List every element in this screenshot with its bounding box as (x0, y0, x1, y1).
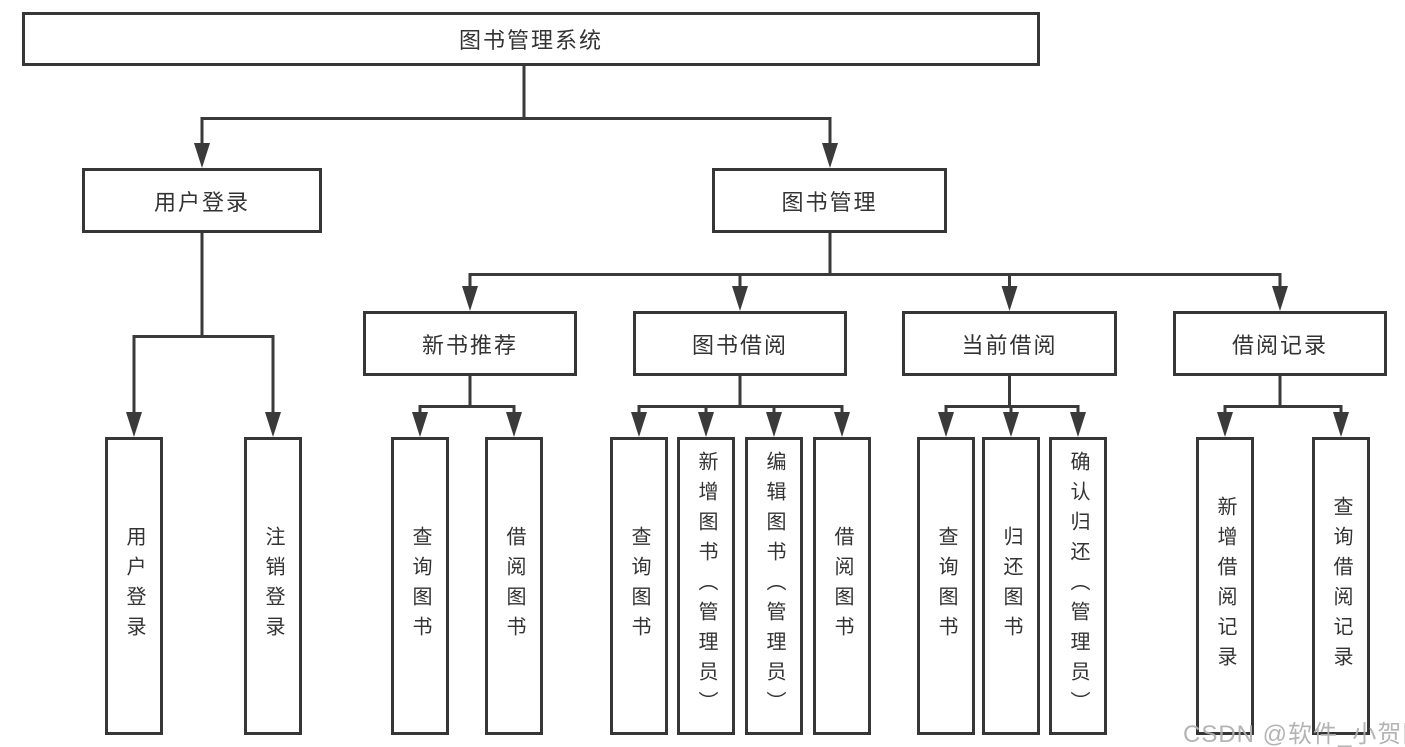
leaf-borrow-books-recommend: 借阅图书 (485, 437, 543, 735)
edge-current-to-leaves (944, 376, 1080, 414)
arrowhead-icon (462, 286, 478, 311)
leaf-query-books-recommend: 查询图书 (391, 437, 449, 735)
leaf-query-books-borrow: 查询图书 (610, 437, 668, 735)
leaf-add-books-admin: 新增图书（管理员） (677, 437, 735, 735)
leaf-return-books: 归还图书 (982, 437, 1040, 735)
node-root-system: 图书管理系统 (22, 12, 1040, 66)
arrowhead-icon (1001, 286, 1018, 311)
arrowhead-icon (265, 412, 281, 437)
edge-borrow-to-leaves (637, 376, 844, 414)
arrowhead-icon (822, 143, 838, 168)
node-new-book-recommend: 新书推荐 (363, 311, 577, 376)
node-borrow-records: 借阅记录 (1173, 311, 1387, 376)
edge-root-to-level2 (200, 66, 832, 146)
arrowhead-icon (938, 412, 954, 437)
arrowhead-icon (698, 412, 714, 437)
leaf-add-borrow-record: 新增借阅记录 (1196, 437, 1254, 735)
node-book-borrow: 图书借阅 (633, 311, 847, 376)
leaf-query-books-current: 查询图书 (917, 437, 975, 735)
arrowhead-icon (1333, 412, 1349, 437)
leaf-user-login: 用户登录 (105, 437, 163, 735)
edge-new-rec-to-leaves (418, 376, 516, 414)
edge-book-mgmt-to-level3 (468, 233, 1282, 288)
leaf-borrow-books-borrow: 借阅图书 (813, 437, 871, 735)
arrowhead-icon (1070, 412, 1086, 437)
arrowhead-icon (1272, 286, 1288, 311)
arrowhead-icon (1003, 412, 1019, 437)
node-user-login: 用户登录 (82, 168, 322, 233)
leaf-logout: 注销登录 (244, 437, 302, 735)
node-book-management: 图书管理 (712, 168, 947, 233)
arrowhead-icon (766, 412, 782, 437)
leaf-query-borrow-record: 查询借阅记录 (1312, 437, 1370, 735)
arrowhead-icon (194, 143, 210, 168)
edge-records-to-leaves (1223, 376, 1343, 414)
arrowhead-icon (732, 286, 748, 311)
arrowhead-icon (631, 412, 647, 437)
arrowhead-icon (506, 412, 522, 437)
arrowhead-icon (1217, 412, 1233, 437)
edge-user-login-to-leaves (132, 233, 275, 414)
arrowhead-icon (126, 412, 142, 437)
arrowhead-icon (834, 412, 850, 437)
arrowhead-icon (412, 412, 428, 437)
watermark: CSDN @软件_小贺同学 (1183, 721, 1405, 747)
node-current-borrow: 当前借阅 (902, 311, 1117, 376)
leaf-edit-books-admin: 编辑图书（管理员） (745, 437, 803, 735)
leaf-confirm-return-admin: 确认归还（管理员） (1049, 437, 1107, 735)
